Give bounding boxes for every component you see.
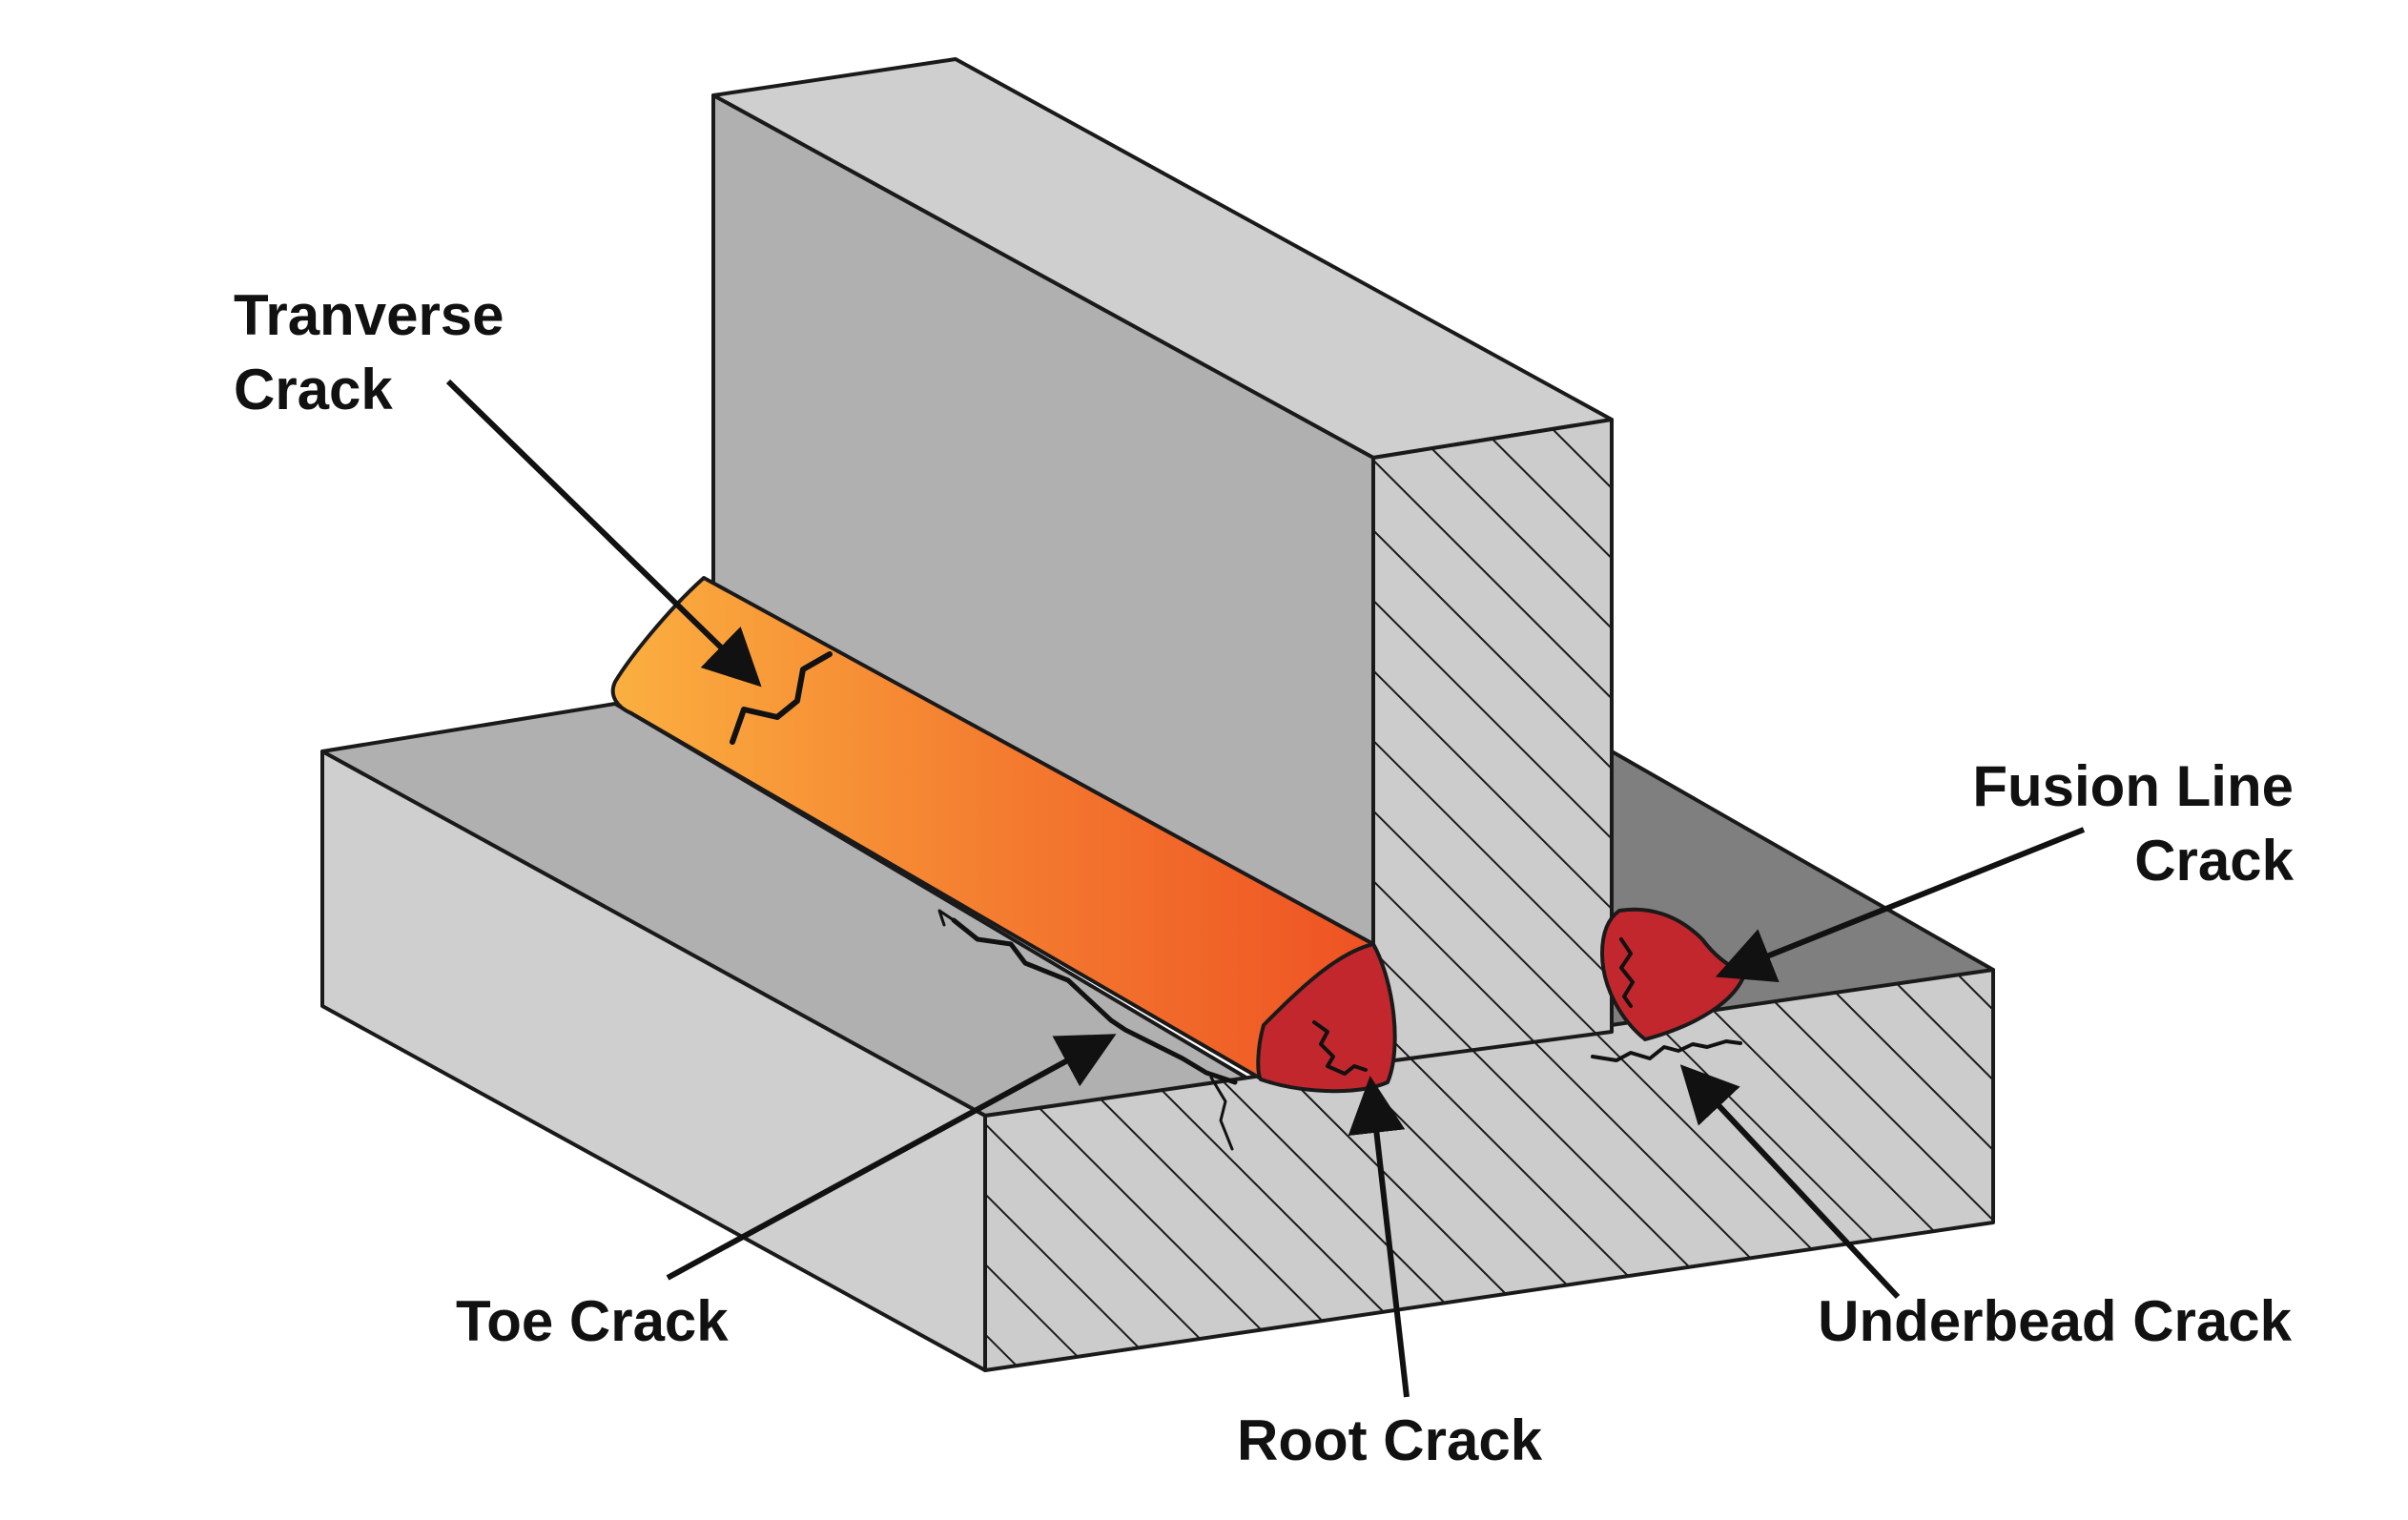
underbead-crack: [1591, 1039, 1742, 1062]
fusion-line-crack: [1619, 937, 1635, 1008]
root-arrow: [1348, 1076, 1410, 1398]
weld-root-section: [1256, 942, 1397, 1094]
leader-arrows: [445, 379, 2086, 1398]
transverse-crack-label-line-2: Crack: [234, 358, 393, 421]
vertical-plate: [711, 57, 1614, 1065]
transverse-arrow: [445, 379, 762, 688]
transverse-crack-label: Tranverse Crack: [234, 278, 504, 427]
root-crack-label-text: Root Crack: [1237, 1408, 1543, 1472]
toe-crack: [951, 917, 1238, 1085]
toe-crack-label-text: Toe Crack: [456, 1289, 729, 1353]
transverse-crack-label-line-1: Tranverse: [234, 283, 504, 347]
toe-crack-branch-2: [937, 909, 956, 927]
toe-arrow: [666, 1034, 1117, 1281]
cracks: [730, 651, 1742, 1151]
root-crack-label: Root Crack: [1237, 1404, 1542, 1478]
base-plate: [320, 702, 1995, 1372]
weld-bead: [610, 576, 1747, 1094]
fusion-line-crack-label-line-1: Fusion Line: [1972, 754, 2294, 818]
underbead-arrow: [1679, 1064, 1901, 1300]
toe-crack-branch: [1209, 1076, 1234, 1151]
fusion-line-arrow: [1715, 827, 2086, 983]
underbead-crack-label-text: Underbead Crack: [1818, 1289, 2292, 1353]
fusion-weld-section: [1600, 907, 1747, 1041]
fusion-line-crack-label-line-2: Crack: [2134, 829, 2294, 893]
underbead-crack-label: Underbead Crack: [1818, 1284, 2292, 1359]
fusion-line-crack-label: Fusion Line Crack: [1972, 750, 2294, 898]
root-crack: [1312, 1020, 1368, 1076]
transverse-crack: [730, 651, 833, 745]
vertical-plate-section: [1371, 418, 1614, 1065]
toe-crack-label: Toe Crack: [456, 1284, 729, 1359]
